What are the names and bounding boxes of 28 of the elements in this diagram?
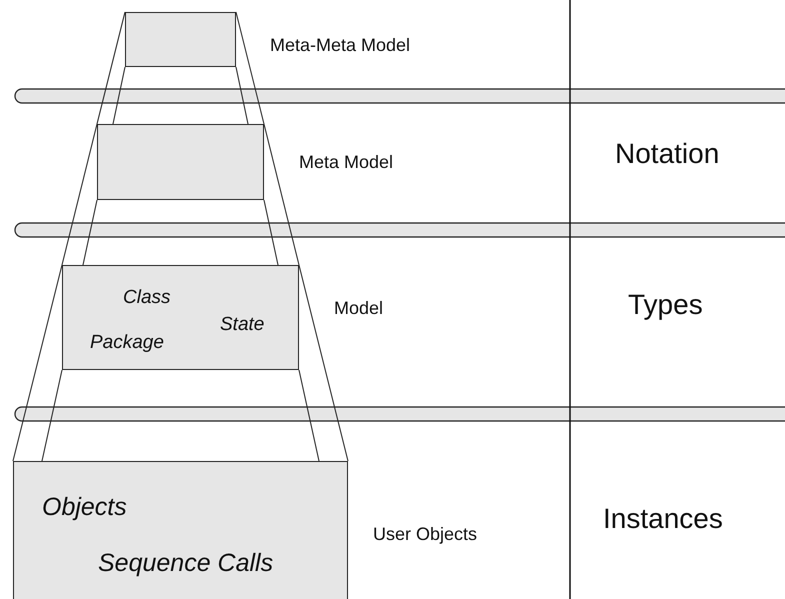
connector-line bbox=[62, 124, 98, 266]
column-heading: Types bbox=[628, 291, 703, 319]
element-name: Class bbox=[123, 288, 171, 307]
column-heading: Notation bbox=[615, 140, 720, 168]
level-label: Model bbox=[334, 299, 384, 317]
empty-level-box bbox=[125, 12, 236, 67]
element-name: Sequence Calls bbox=[98, 551, 274, 576]
connector-line bbox=[236, 12, 264, 124]
level-label: Meta-Meta Model bbox=[270, 36, 410, 54]
column-heading: Instances bbox=[603, 505, 723, 533]
connector-line bbox=[298, 264, 348, 462]
connector-line bbox=[12, 264, 62, 462]
connector-line bbox=[82, 200, 98, 266]
empty-level-box bbox=[97, 124, 264, 200]
element-name: State bbox=[220, 315, 264, 334]
connector-line bbox=[264, 124, 300, 266]
level-box bbox=[62, 265, 299, 370]
connector-line bbox=[112, 66, 126, 124]
connector-line bbox=[264, 200, 278, 266]
connector-line bbox=[298, 370, 320, 462]
connector-line bbox=[42, 370, 62, 462]
level-label: User Objects bbox=[373, 525, 478, 543]
level-box bbox=[13, 461, 348, 599]
connector-line bbox=[96, 12, 126, 124]
level-label: Meta Model bbox=[299, 153, 394, 171]
element-name: Package bbox=[90, 333, 164, 352]
element-name: Objects bbox=[42, 495, 127, 520]
connector-line bbox=[236, 66, 248, 124]
